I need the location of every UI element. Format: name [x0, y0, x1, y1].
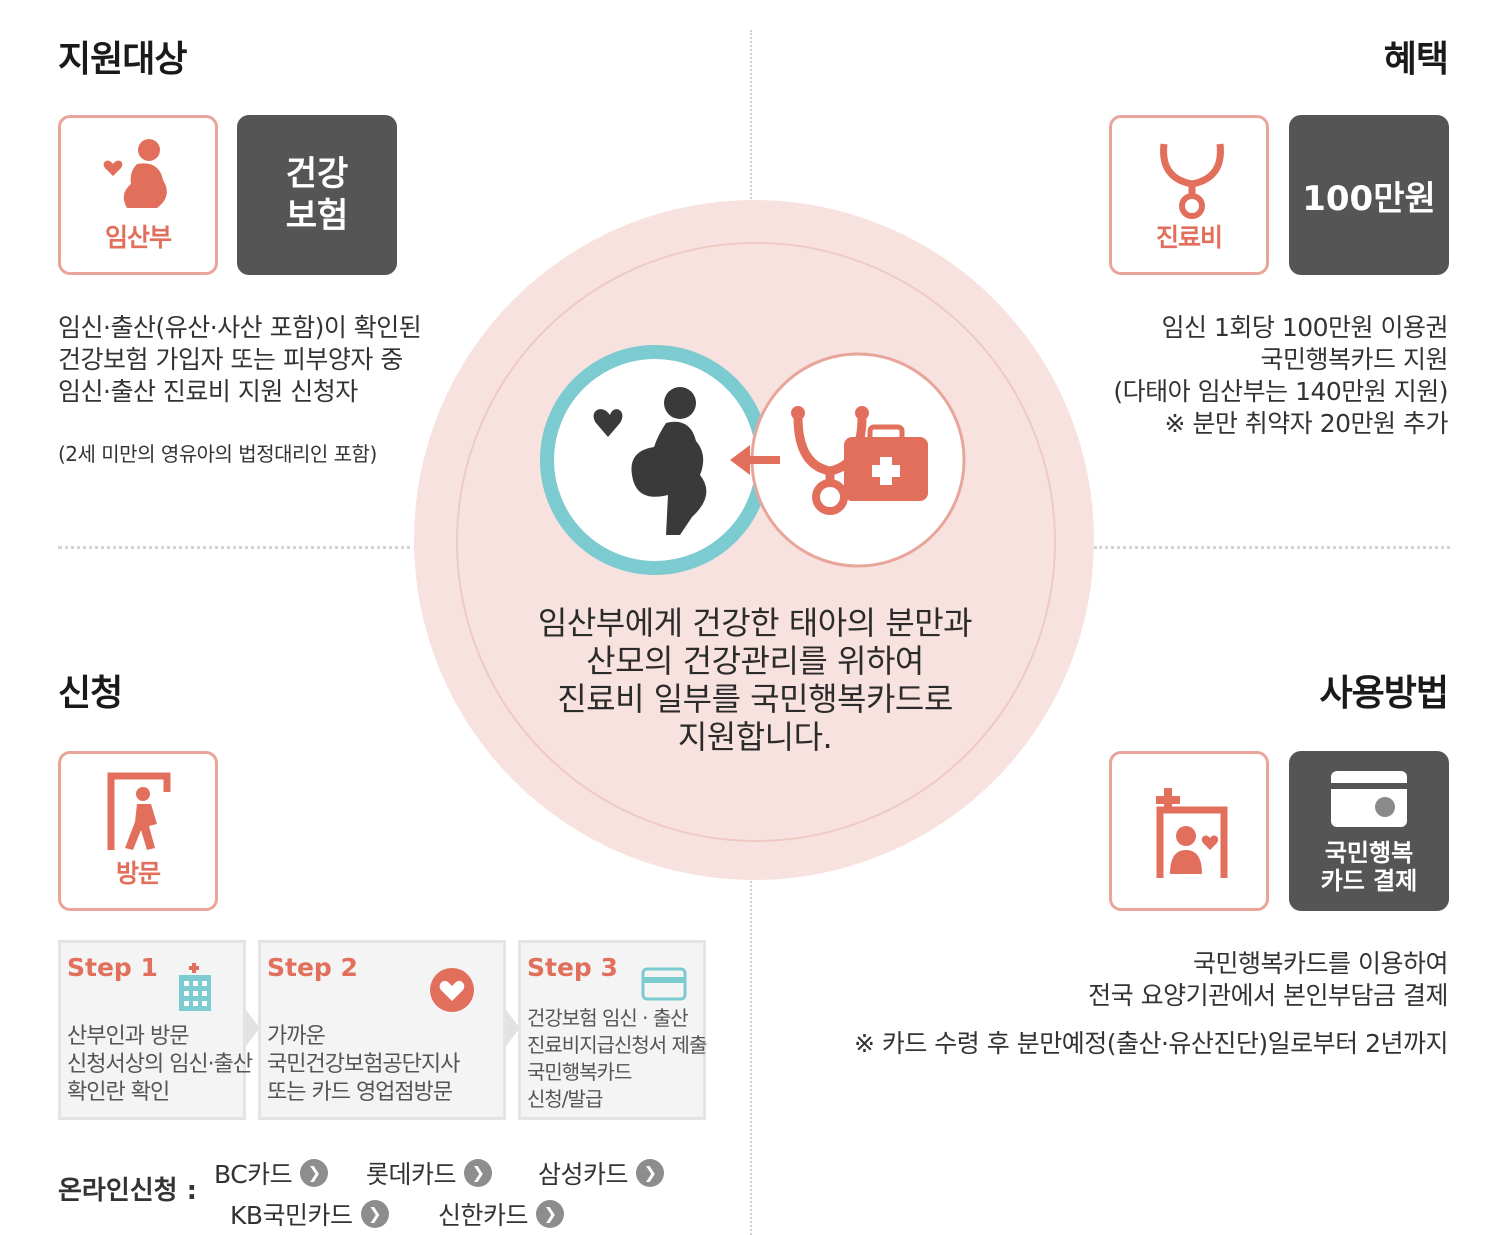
benefit-heading: 혜택 [1383, 39, 1449, 80]
benefit-amount-box: 100만원 [1289, 115, 1449, 275]
happy-card-line2: 카드 결제 [1320, 867, 1418, 895]
card-icon [641, 967, 687, 1001]
health-insurance-line1: 건강 [285, 154, 349, 194]
card-icon [1331, 771, 1407, 827]
visit-label: 방문 [115, 859, 161, 888]
online-apply-label: 온라인신청 : [58, 1176, 198, 1206]
eligibility-heading: 지원대상 [58, 39, 187, 80]
building-icon [179, 963, 211, 1011]
benefit-desc: 임신 1회당 100만원 이용권 국민행복카드 지원 (다태아 임산부는 140… [1113, 313, 1448, 438]
pregnant-woman-label: 임산부 [104, 223, 172, 252]
step-2-title: Step 2 [267, 953, 358, 982]
horizontal-divider-left [58, 546, 418, 549]
step-arrow-2 [506, 1010, 520, 1046]
step-2: Step 2 가까운 국민건강보험공단지사 또는 카드 영업점방문 [258, 940, 506, 1120]
medical-kit-icon [844, 424, 928, 501]
hospital-patient-icon [1156, 788, 1228, 878]
usage-note: ※ 카드 수령 후 분만예정(출산·유산진단)일로부터 2년까지 [853, 1029, 1449, 1058]
step-3-text: 건강보험 임신 · 출산 진료비지급신청서 제출 국민행복카드 신청/발급 [527, 1006, 707, 1111]
eligibility-note: (2세 미만의 영유아의 법정대리인 포함) [58, 442, 377, 466]
step-1-text: 산부인과 방문 신청서상의 임신·출산 확인란 확인 [67, 1024, 253, 1105]
arrow-right-icon: ❯ [300, 1159, 329, 1187]
center-message: 임산부에게 건강한 태아의 분만과 산모의 건강관리를 위하여 진료비 일부를 … [537, 604, 973, 756]
health-insurance-line2: 보험 [285, 196, 349, 236]
eligibility-desc: 임신·출산(유산·사산 포함)이 확인된 건강보험 가입자 또는 피부양자 중 … [58, 313, 422, 406]
pregnant-woman-icon [540, 345, 770, 575]
door-visit-icon [107, 772, 171, 850]
arrow-right-icon: ❯ [360, 1200, 389, 1228]
pregnant-woman-box: 임산부 [58, 115, 218, 275]
happy-card-payment-box: 국민행복 카드 결제 [1289, 751, 1449, 911]
heart-icon [430, 968, 474, 1012]
benefit-amount: 100만원 [1302, 178, 1436, 219]
treatment-cost-label: 진료비 [1155, 223, 1223, 252]
arrow-right-icon: ❯ [464, 1159, 493, 1187]
pregnant-woman-icon [103, 139, 167, 208]
step-2-text: 가까운 국민건강보험공단지사 또는 카드 영업점방문 [267, 1024, 460, 1105]
step-3-title: Step 3 [527, 953, 618, 982]
apply-heading: 신청 [58, 673, 123, 714]
center-illustration [540, 345, 966, 575]
visit-box: 방문 [58, 751, 218, 911]
stethoscope-icon [1160, 143, 1224, 219]
happy-card-line1: 국민행복 [1324, 839, 1414, 867]
treatment-cost-box: 진료비 [1109, 115, 1269, 275]
step-3: Step 3 건강보험 임신 · 출산 진료비지급신청서 제출 국민행복카드 신… [518, 940, 707, 1120]
health-insurance-box: 건강 보험 [237, 115, 397, 275]
card-link-shinhan[interactable]: 신한카드❯ [438, 1196, 565, 1232]
card-link-kb[interactable]: KB국민카드❯ [230, 1196, 389, 1232]
card-link-samsung[interactable]: 삼성카드❯ [538, 1155, 665, 1191]
horizontal-divider-right [1094, 546, 1450, 549]
usage-desc: 국민행복카드를 이용하여 전국 요양기관에서 본인부담금 결제 [1088, 949, 1448, 1010]
step-arrow-1 [246, 1010, 260, 1046]
step-1: Step 1 산부인과 방문 신청서상의 임신·출산 확인란 확인 [58, 940, 253, 1120]
center-circle-ring [456, 242, 1056, 842]
arrow-right-icon: ❯ [636, 1159, 665, 1187]
card-link-lotte[interactable]: 롯데카드❯ [366, 1155, 493, 1191]
card-link-bc[interactable]: BC카드❯ [214, 1155, 329, 1191]
hospital-patient-box [1109, 751, 1269, 911]
usage-heading: 사용방법 [1319, 673, 1449, 714]
step-1-title: Step 1 [67, 953, 158, 982]
arrow-right-icon: ❯ [536, 1200, 565, 1228]
